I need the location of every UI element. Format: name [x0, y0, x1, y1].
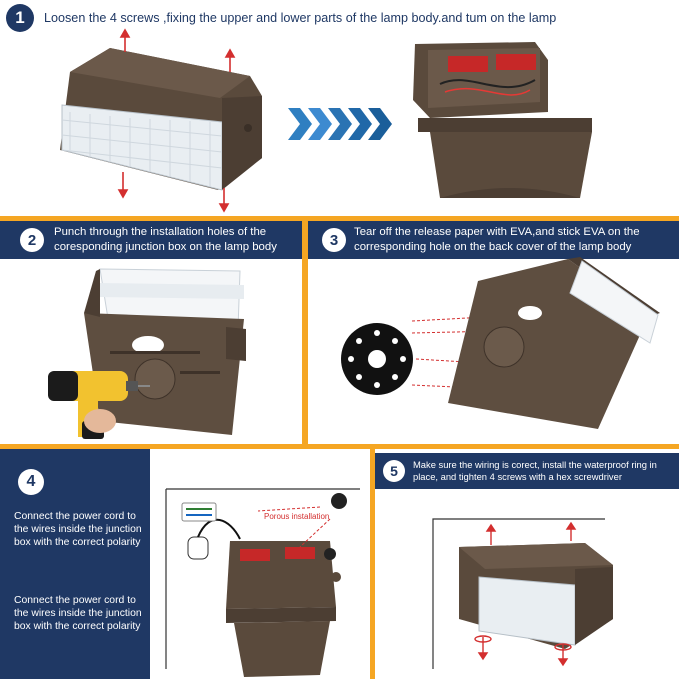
open-lamp-image — [413, 42, 592, 198]
wiring-image — [187, 493, 347, 677]
step4-panel: 4 Connect the power cord to the wires in… — [0, 449, 370, 679]
step3-header: 3 Tear off the release paper with EVA,an… — [308, 221, 679, 259]
wall-ceiling-lines — [165, 488, 360, 669]
screw-arrows-icon — [474, 521, 577, 667]
porous-arrows — [257, 506, 331, 548]
step1-panel: 1 Loosen the 4 screws ,fixing the upper … — [0, 0, 679, 216]
step5-instruction: Make sure the wiring is corect, install … — [413, 459, 657, 482]
step3-number-badge: 3 — [322, 228, 346, 252]
step4-number-badge: 4 — [18, 469, 44, 495]
step2-panel: 2 Punch through the installation holes o… — [0, 221, 302, 444]
step1-header: 1 Loosen the 4 screws ,fixing the upper … — [6, 4, 556, 32]
lamp-back-angled-image — [448, 257, 660, 429]
lamp-back-cover-image — [84, 268, 246, 435]
step5-illustration — [432, 518, 613, 669]
step1-instruction: Loosen the 4 screws ,fixing the upper an… — [44, 11, 557, 25]
drill-image — [48, 371, 150, 439]
step1-number-badge: 1 — [6, 4, 34, 32]
blue-chevrons-icon — [288, 108, 392, 140]
step5-number-badge: 5 — [383, 460, 405, 482]
step4-caption-b: Connect the power cord to the wires insi… — [14, 595, 142, 632]
step3-instruction: Tear off the release paper with EVA,and … — [354, 226, 640, 253]
step3-illustration — [341, 257, 660, 429]
step2-instruction: Punch through the installation holes of … — [54, 226, 277, 253]
step5-panel: 5 Make sure the wiring is corect, instal… — [375, 449, 679, 679]
closed-lamp-image — [60, 48, 262, 191]
wire-connector-icon — [181, 502, 217, 522]
porous-installation-label: Porous installation — [264, 512, 330, 521]
eva-pad-image — [341, 323, 413, 395]
step4-illustration — [165, 488, 360, 677]
mounted-lamp-image — [459, 543, 613, 649]
step4-caption-a: Connect the power cord to the wires insi… — [14, 511, 142, 548]
screw-arrows — [117, 28, 236, 213]
step1-illustration — [60, 28, 592, 213]
step5-header: 5 Make sure the wiring is corect, instal… — [375, 453, 679, 489]
step2-illustration — [48, 268, 246, 439]
step2-header: 2 Punch through the installation holes o… — [0, 221, 302, 259]
step3-panel: 3 Tear off the release paper with EVA,an… — [308, 221, 679, 444]
step2-number-badge: 2 — [20, 228, 44, 252]
wall-lines — [432, 518, 605, 669]
